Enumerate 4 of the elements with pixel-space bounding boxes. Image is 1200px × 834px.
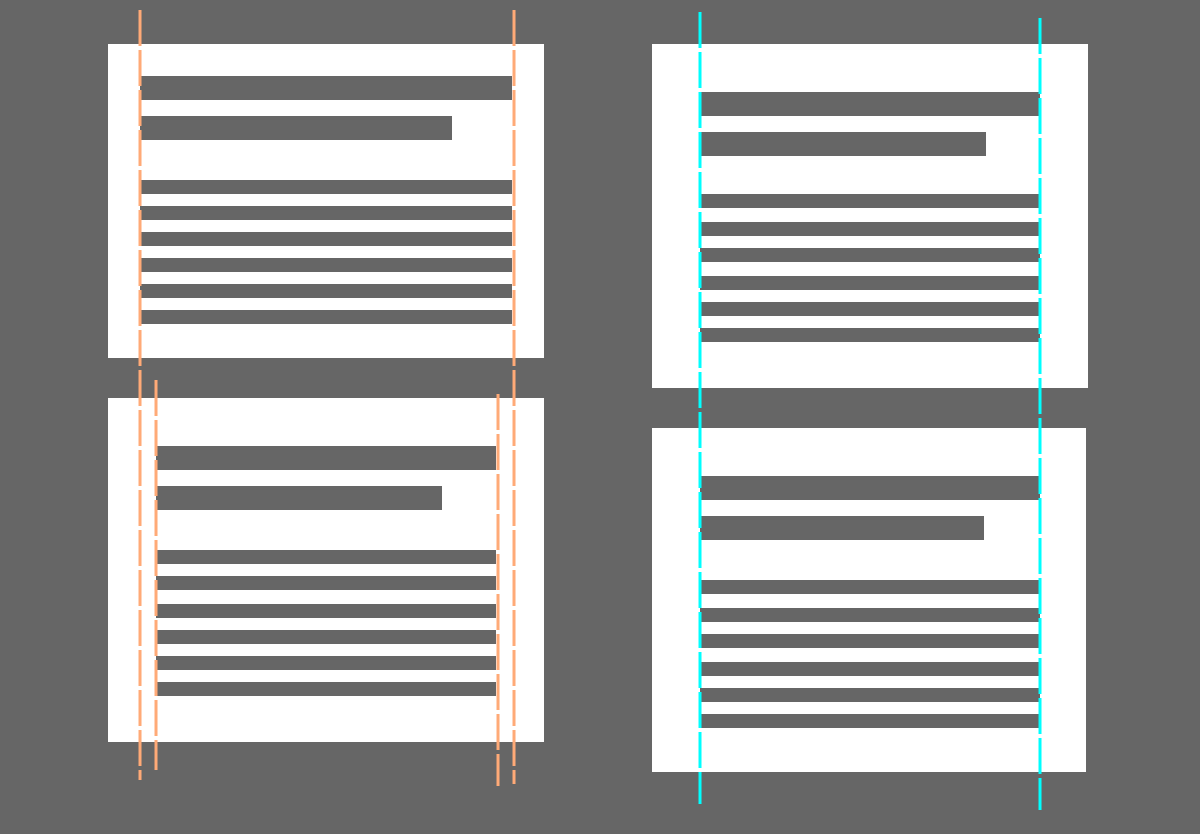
card-drawing	[108, 44, 544, 358]
card-drawing	[108, 398, 544, 742]
card-drawing	[652, 44, 1088, 388]
card-drawing	[652, 428, 1086, 772]
